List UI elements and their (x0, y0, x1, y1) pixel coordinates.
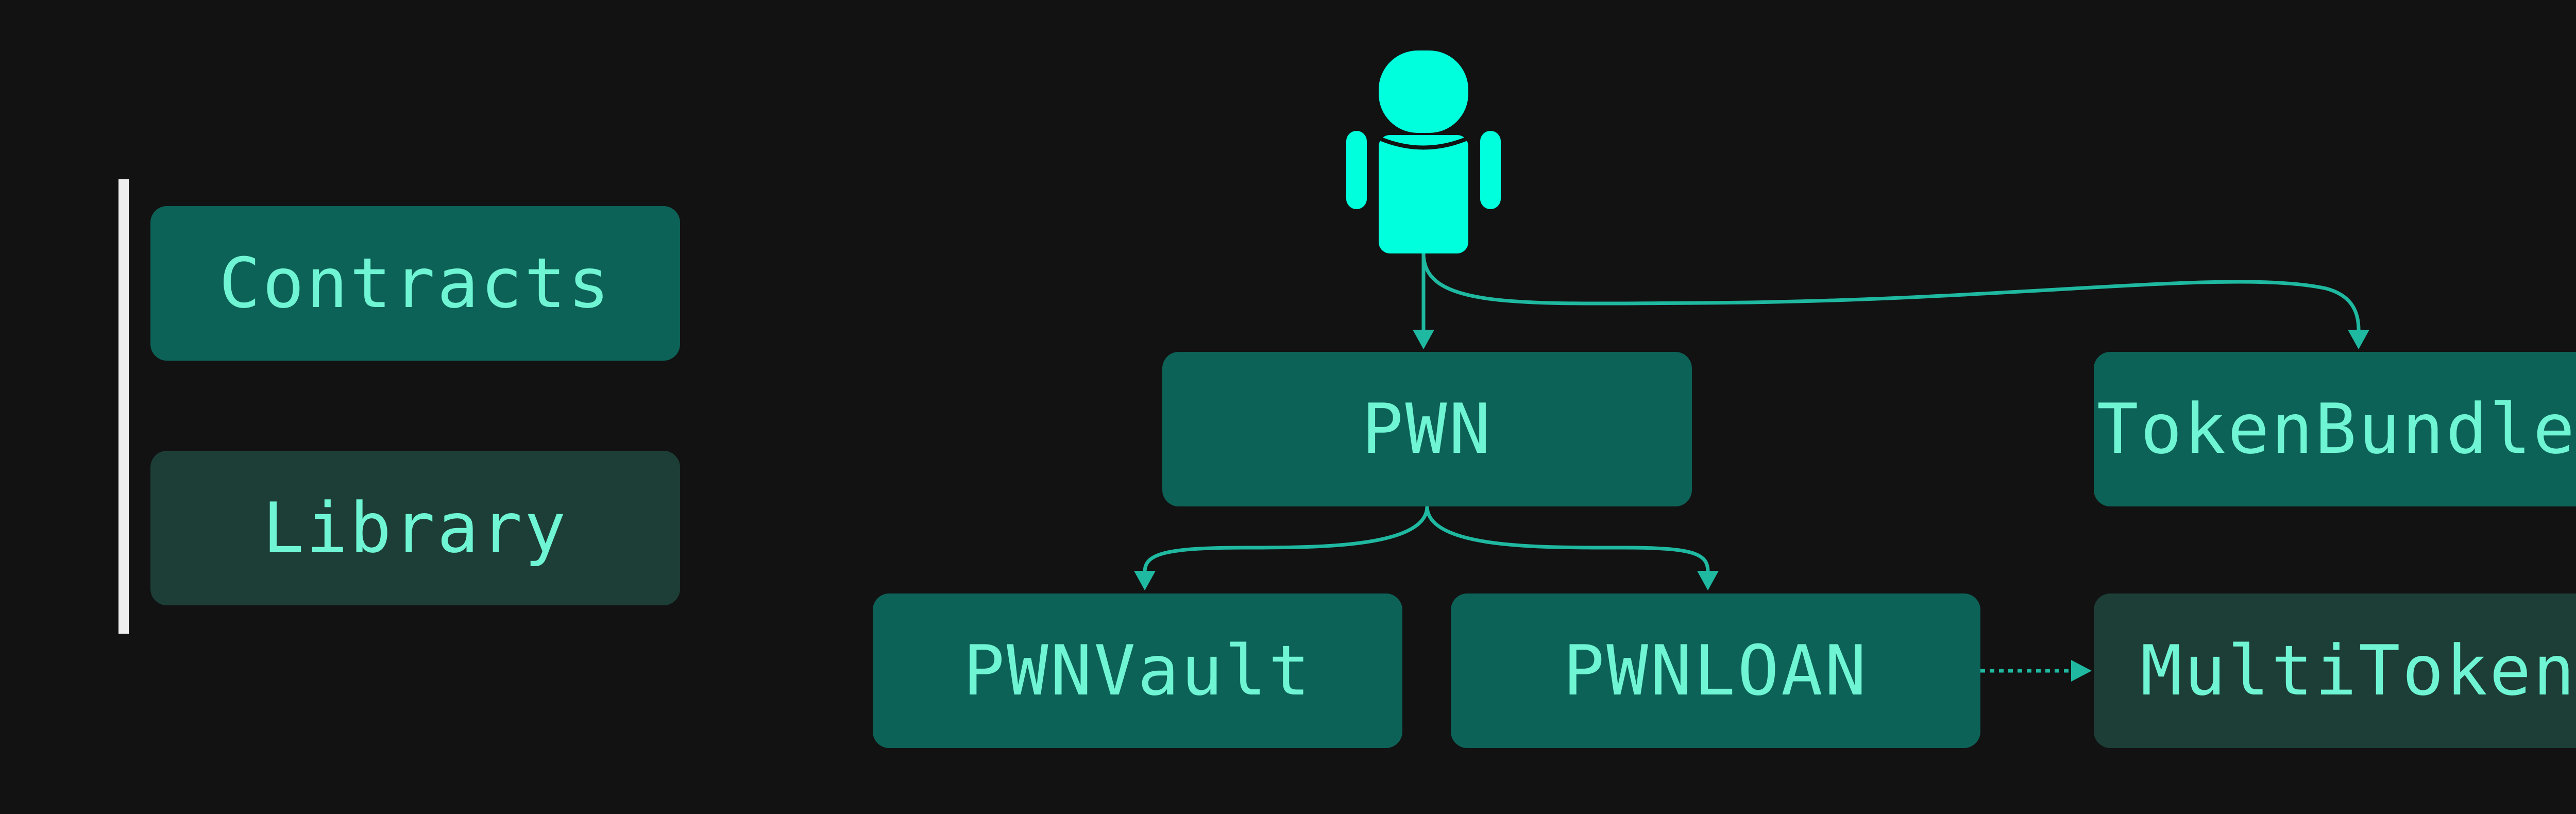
node-pwnloan: PWNLOAN (1451, 593, 1980, 748)
arrowhead-multitoken (2071, 660, 2092, 682)
legend-library-label: Library (262, 488, 568, 568)
node-multitoken-label: MultiToken (2140, 631, 2576, 711)
arrowhead-pwnvault (1134, 571, 1156, 590)
legend-divider (118, 179, 129, 634)
legend-library: Library (150, 451, 680, 605)
arrowhead-pwnloan (1697, 571, 1719, 590)
node-pwn-label: PWN (1361, 389, 1493, 469)
node-pwn: PWN (1162, 352, 1692, 506)
node-multitoken: MultiToken (2094, 593, 2576, 748)
edge-pwn-pwnvault (1143, 506, 1429, 572)
node-pwnvault: PWNVault (873, 593, 1402, 748)
arrowhead-tokenbundler (2348, 330, 2369, 349)
node-tokenbundler-label: TokenBundler (2096, 389, 2576, 469)
legend-contracts-label: Contracts (218, 243, 612, 324)
arrowhead-pwn (1413, 330, 1434, 349)
node-pwnvault-label: PWNVault (963, 631, 1312, 711)
node-pwnloan-label: PWNLOAN (1563, 631, 1869, 711)
edge-pwn-pwnloan (1425, 506, 1710, 572)
node-tokenbundler: TokenBundler (2094, 352, 2576, 506)
legend-contracts: Contracts (150, 206, 680, 361)
edge-user-tokenbundler (1421, 253, 2361, 330)
person-icon (1346, 50, 1501, 253)
